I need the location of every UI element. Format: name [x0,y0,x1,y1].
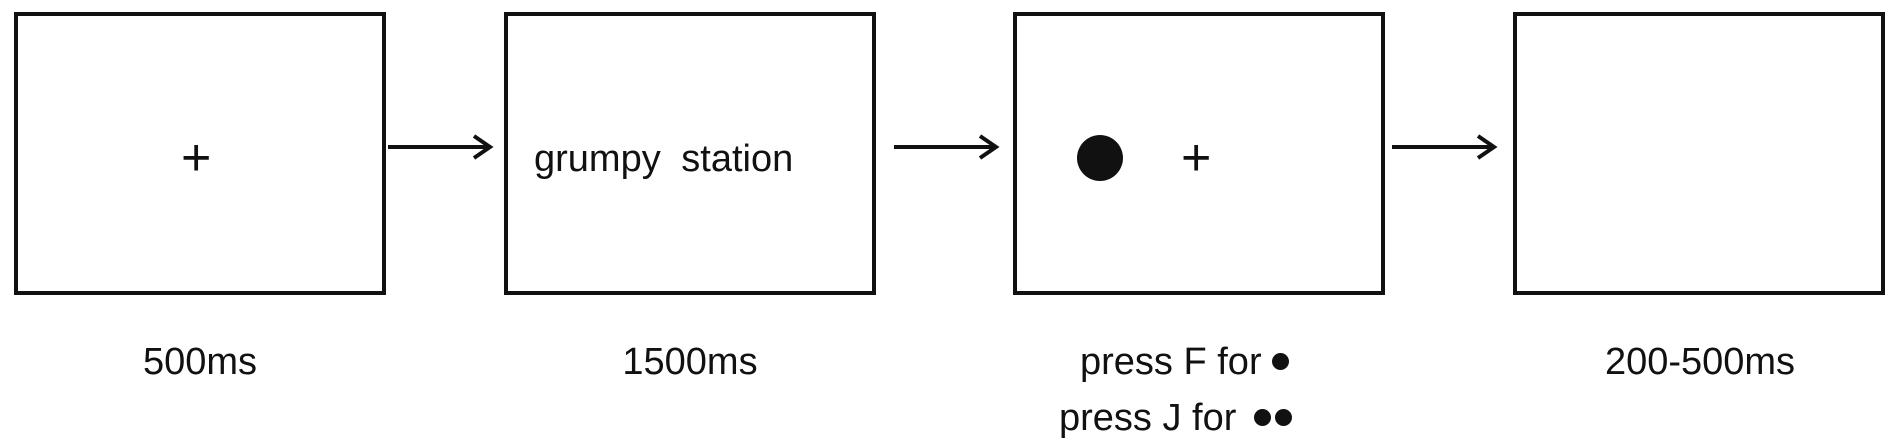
response-instruction-j-label: press J for [1059,397,1237,439]
response-instruction-j: press J for [1059,396,1293,440]
fixation-screen: + [14,12,386,295]
response-instruction-f-label: press F for [1080,341,1262,383]
dot-probe-icon [1077,135,1123,181]
right-arrow-icon [388,134,494,160]
right-arrow-icon [894,134,1000,160]
right-arrow-icon [1392,134,1498,160]
double-dot-icon-second [1275,409,1293,427]
fixation-cross: + [1181,129,1212,187]
blank-screen [1513,12,1885,295]
word-pair-duration: 1500ms [622,341,758,383]
single-dot-icon [1271,353,1289,371]
double-dot-icon-first [1254,409,1272,427]
probe-screen: + [1013,12,1385,295]
word-pair-screen: grumpy station [504,12,876,295]
blank-duration: 200-500ms [1604,341,1796,383]
fixation-cross: + [181,129,212,187]
fixation-duration: 500ms [142,341,258,383]
response-instruction-f: press F for [1080,340,1289,384]
word-pair: grumpy station [534,138,794,180]
